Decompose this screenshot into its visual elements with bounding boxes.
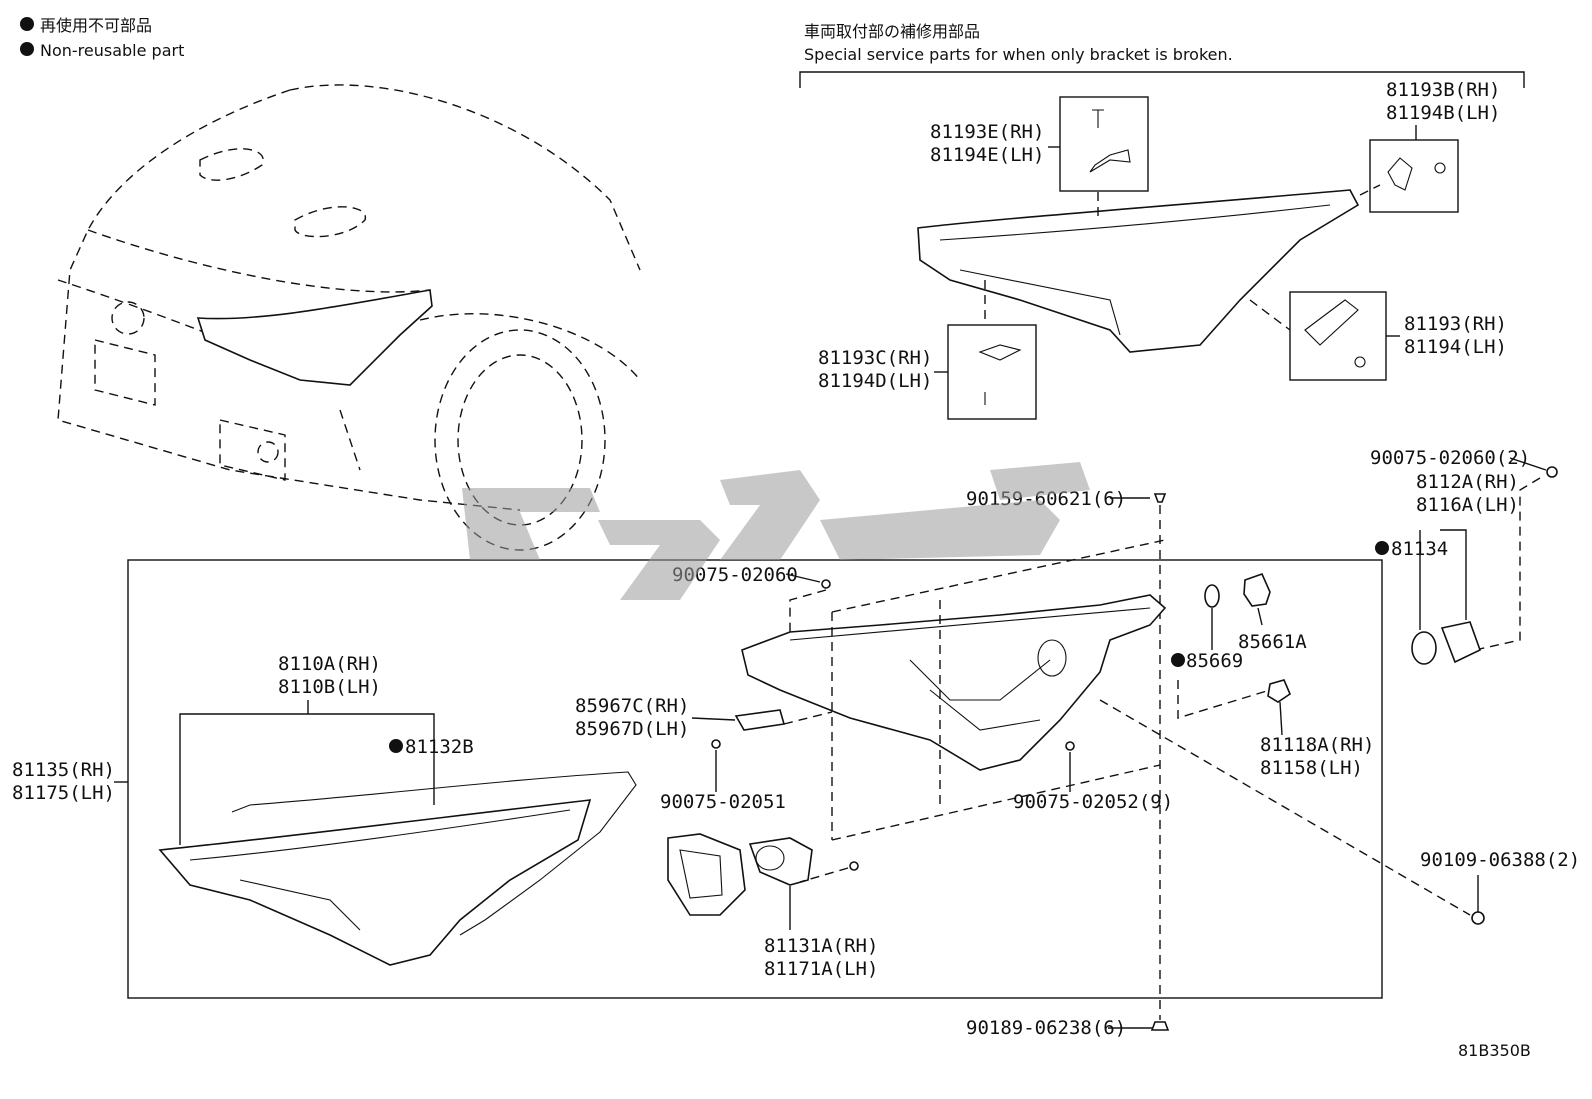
label-90189-06238-6: 90189-06238(6) (966, 1017, 1126, 1039)
label-81194-lh: 81194(LH) (1404, 336, 1507, 358)
label-81194B-lh: 81194B(LH) (1386, 102, 1500, 124)
label-81193C-rh: 81193C(RH) (818, 347, 932, 369)
label-8116A-lh-text: 8116A(LH) (1416, 494, 1519, 516)
label-81135-rh: 81135(RH) (12, 759, 115, 781)
main-assembly: 90159-60621(6) 90075-02060 8110A(RH) 811… (12, 488, 1173, 1020)
brand-watermark-logo (462, 462, 1090, 600)
legend-jp: 再使用不可部品 (40, 16, 152, 35)
non-reusable-marker-icon (20, 42, 34, 56)
label-90075-02052-9: 90075-02052(9) (1013, 791, 1173, 813)
label-85669: 85669 (1186, 650, 1243, 672)
right-side-parts: 90075-02060(2) 8112A(RH) 8116A(LH) 81134… (1099, 447, 1580, 925)
label-8110A-rh: 8110A(RH) (278, 653, 381, 675)
non-reusable-marker-icon (1171, 653, 1185, 667)
service-note-jp: 車両取付部の補修用部品 (804, 22, 980, 41)
vehicle-sketch (57, 84, 641, 551)
label-8112A-rh: 8112A(RH) (1416, 471, 1519, 493)
label-85661A: 85661A (1238, 631, 1307, 653)
label-81171A-lh: 81171A(LH) (764, 958, 878, 980)
label-85967C-rh: 85967C(RH) (575, 695, 689, 717)
service-parts-section: 車両取付部の補修用部品 Special service parts for wh… (799, 22, 1525, 420)
non-reusable-marker-icon (20, 17, 34, 31)
label-81118A-rh: 81118A(RH) (1260, 734, 1374, 756)
label-81193E-rh: 81193E(RH) (930, 121, 1044, 143)
label-81175-lh: 81175(LH) (12, 782, 115, 804)
label-90075-02060-2: 90075-02060(2) (1370, 447, 1530, 469)
label-90075-02060: 90075-02060 (672, 564, 798, 586)
illustration-code: 81B350B (1458, 1041, 1531, 1060)
bottom-fastener: 90189-06238(6) (966, 1017, 1170, 1039)
non-reusable-marker-icon (389, 739, 403, 753)
label-81131A-rh: 81131A(RH) (764, 935, 878, 957)
label-81193B-rh: 81193B(RH) (1386, 79, 1500, 101)
label-90109-06388-2: 90109-06388(2) (1420, 849, 1580, 871)
label-81132B: 81132B (405, 736, 474, 758)
label-90075-02051: 90075-02051 (660, 791, 786, 813)
label-81193-rh: 81193(RH) (1404, 313, 1507, 335)
label-8110B-lh: 8110B(LH) (278, 676, 381, 698)
service-note-en: Special service parts for when only brac… (804, 45, 1233, 64)
legend: 再使用不可部品 Non-reusable part (20, 16, 184, 60)
label-85967D-lh: 85967D(LH) (575, 718, 689, 740)
label-81158-lh: 81158(LH) (1260, 757, 1363, 779)
legend-en: Non-reusable part (40, 41, 184, 60)
non-reusable-marker-icon (1375, 541, 1389, 555)
label-81194E-lh: 81194E(LH) (930, 144, 1044, 166)
assembly-frame (127, 559, 1383, 999)
label-81194D-lh: 81194D(LH) (818, 370, 932, 392)
